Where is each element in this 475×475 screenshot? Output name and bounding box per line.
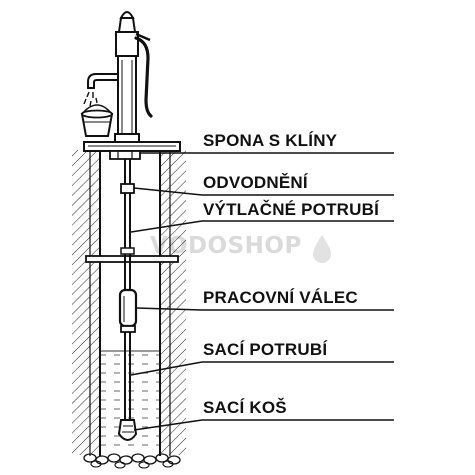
suction-pipe xyxy=(124,332,131,420)
hand-pump xyxy=(83,11,153,143)
pump-body xyxy=(117,54,137,141)
well-shaft xyxy=(72,150,186,456)
label-drain: ODVODNĚNÍ xyxy=(203,173,309,192)
working-cylinder xyxy=(118,288,138,333)
gravel-bottom xyxy=(83,453,181,469)
label-clamp: SPONA S KLÍNY xyxy=(203,131,338,150)
label-suction-pipe: SACÍ POTRUBÍ xyxy=(203,340,328,359)
right-well-wall xyxy=(160,150,186,455)
left-well-wall xyxy=(72,150,100,455)
leader-drain xyxy=(133,187,203,196)
leader-working-cylinder xyxy=(135,307,203,311)
pump-head xyxy=(115,31,139,57)
leader-suction-strainer xyxy=(133,419,203,431)
label-suction-strainer: SACÍ KOŠ xyxy=(203,398,287,417)
clamp-with-wedges xyxy=(109,150,141,160)
pump-base xyxy=(114,133,140,143)
label-discharge-pipe: VÝTLAČNÉ POTRUBÍ xyxy=(203,200,380,219)
pump-handle[interactable] xyxy=(134,36,153,118)
pump-spout xyxy=(87,73,119,89)
bucket-handle xyxy=(81,104,113,115)
middle-plate xyxy=(85,255,179,263)
water-drop-icon xyxy=(313,235,331,263)
top-slab xyxy=(83,141,181,152)
leader-discharge-pipe xyxy=(130,220,203,233)
label-working-cylinder: PRACOVNÍ VÁLEC xyxy=(203,288,358,307)
labels: SPONA S KLÍNY ODVODNĚNÍ VÝTLAČNÉ POTRUBÍ… xyxy=(203,131,380,417)
drain-fitting xyxy=(120,183,135,194)
bucket xyxy=(80,104,114,137)
suction-strainer xyxy=(117,419,138,441)
discharge-pipe xyxy=(120,159,135,290)
callout-lines xyxy=(130,152,394,431)
leader-suction-pipe xyxy=(130,361,203,376)
